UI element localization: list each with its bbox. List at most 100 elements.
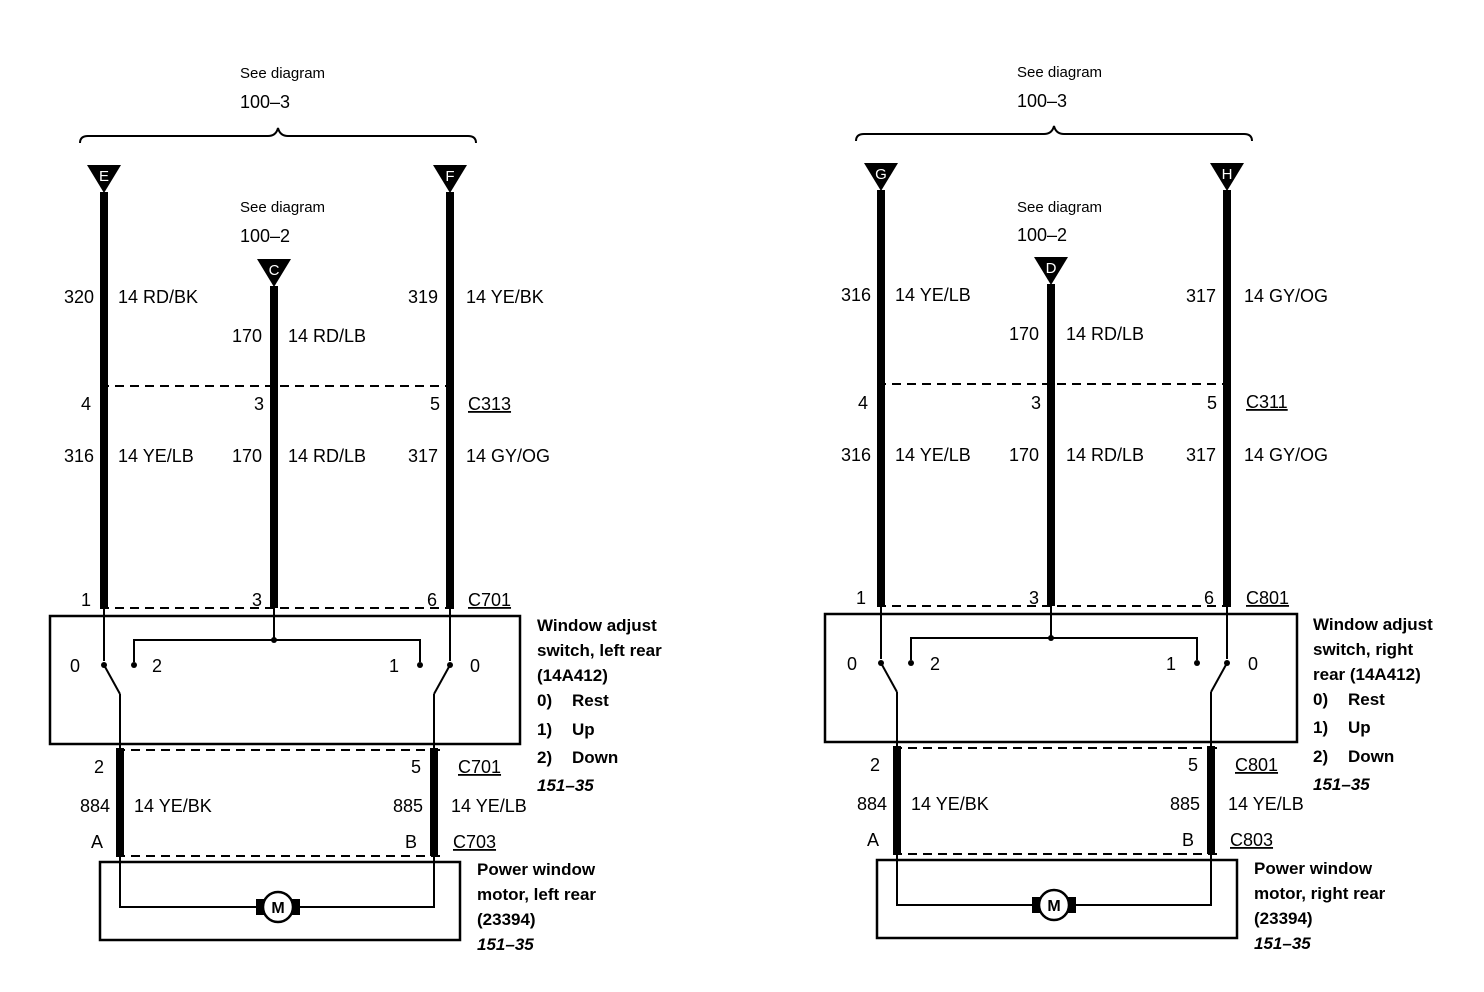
right-switch-title-3: rear (14A412) xyxy=(1313,665,1421,684)
right-switch-pos-0b: 0 xyxy=(1248,654,1258,674)
left-top-bracket xyxy=(79,127,477,144)
left-terminal-b-label: C xyxy=(269,262,280,279)
left-switch-internals xyxy=(101,608,453,752)
right-legend-val-2: Down xyxy=(1348,747,1394,766)
left-conn1-pin-2: 3 xyxy=(254,394,264,414)
right-terminal-c-label: H xyxy=(1222,166,1233,183)
right-upper-a-circuit: 316 xyxy=(841,285,871,305)
right-top-bracket xyxy=(855,125,1253,142)
left-motor-box xyxy=(98,860,462,942)
right-lower-c-wire: 14 GY/OG xyxy=(1244,445,1328,465)
left-legend-val-2: Down xyxy=(572,748,618,767)
left-terminal-b xyxy=(257,259,291,287)
left-mid-ref-see: See diagram xyxy=(240,199,325,216)
right-motor-box xyxy=(875,858,1239,940)
left-lower-a-wire: 14 YE/LB xyxy=(118,446,194,466)
left-switch-pos-2: 2 xyxy=(152,656,162,676)
left-conn4-name: C703 xyxy=(453,832,496,852)
left-conn1-pin-1: 4 xyxy=(81,394,91,414)
left-top-ref-see: See diagram xyxy=(240,65,325,82)
left-conn3-name: C701 xyxy=(458,757,501,777)
right-top-ref-see: See diagram xyxy=(1017,64,1102,81)
right-motor-icon xyxy=(1037,888,1071,922)
left-lower-b-wire: 14 RD/LB xyxy=(288,446,366,466)
right-conn1-pin-2: 3 xyxy=(1031,393,1041,413)
right-conn2-pin-2: 3 xyxy=(1029,588,1039,608)
left-terminal-a xyxy=(87,165,121,193)
left-switch-ref: 151–35 xyxy=(537,776,594,795)
right-legend-val-1: Up xyxy=(1348,718,1371,737)
left-conn2-pin-2: 3 xyxy=(252,590,262,610)
left-switch-pos-0a: 0 xyxy=(70,656,80,676)
right-top-ref-num: 100–3 xyxy=(1017,91,1067,111)
right-lower-b-wire: 14 RD/LB xyxy=(1066,445,1144,465)
left-switch-title-2: switch, left rear xyxy=(537,641,662,660)
right-conn1-pin-1: 4 xyxy=(858,393,868,413)
right-terminal-a-label: G xyxy=(875,166,887,183)
left-upper-b-circuit: 170 xyxy=(232,326,262,346)
left-motor-symbol: M xyxy=(271,900,284,917)
right-conn3-name: C801 xyxy=(1235,755,1278,775)
right-switch-pos-0a: 0 xyxy=(847,654,857,674)
right-terminal-b-label: D xyxy=(1046,260,1057,277)
left-terminal-a-label: E xyxy=(99,168,109,185)
right-upper-b-circuit: 170 xyxy=(1009,324,1039,344)
right-upper-b-wire: 14 RD/LB xyxy=(1066,324,1144,344)
left-conn4-pin-1: A xyxy=(91,832,103,852)
right-switch-title-2: switch, right xyxy=(1313,640,1413,659)
left-lower-a-circuit: 316 xyxy=(64,446,94,466)
right-lower-a-circuit: 316 xyxy=(841,445,871,465)
right-legend-key-1: 1) xyxy=(1313,718,1328,737)
left-switch-title-1: Window adjust xyxy=(537,616,657,635)
left-legend-val-0: Rest xyxy=(572,691,609,710)
left-conn4-pin-2: B xyxy=(405,832,417,852)
right-lower-a-wire: 14 YE/LB xyxy=(895,445,971,465)
left-upper-b-wire: 14 RD/LB xyxy=(288,326,366,346)
right-circuit: See diagram 100–3 See diagram 100–2 G D … xyxy=(823,64,1433,953)
right-motor-loop xyxy=(896,854,1212,906)
left-upper-c-circuit: 319 xyxy=(408,287,438,307)
right-upper-c-wire: 14 GY/OG xyxy=(1244,286,1328,306)
left-conn2-pin-1: 1 xyxy=(81,590,91,610)
left-conn3-pin-1: 2 xyxy=(94,757,104,777)
right-conn4-pin-1: A xyxy=(867,830,879,850)
left-lower-b-circuit: 170 xyxy=(232,446,262,466)
right-terminal-a xyxy=(864,163,898,191)
left-conn2-name: C701 xyxy=(468,590,511,610)
right-motor-ref: 151–35 xyxy=(1254,934,1311,953)
left-motor-title-1: Power window xyxy=(477,860,596,879)
left-upper-c-wire: 14 YE/BK xyxy=(466,287,544,307)
right-motor-a-wire: 14 YE/BK xyxy=(911,794,989,814)
left-motor-b-circuit: 885 xyxy=(393,796,423,816)
left-motor-title-2: motor, left rear xyxy=(477,885,596,904)
left-motor-icon xyxy=(261,890,295,924)
left-switch-title-3: (14A412) xyxy=(537,666,608,685)
left-circuit: See diagram 100–3 See diagram 100–2 E C … xyxy=(48,65,662,954)
left-mid-ref-num: 100–2 xyxy=(240,226,290,246)
left-legend-val-1: Up xyxy=(572,720,595,739)
right-conn2-pin-3: 6 xyxy=(1204,588,1214,608)
left-conn2-pin-3: 6 xyxy=(427,590,437,610)
right-upper-c-circuit: 317 xyxy=(1186,286,1216,306)
left-switch-pos-0b: 0 xyxy=(470,656,480,676)
right-lower-c-circuit: 317 xyxy=(1186,445,1216,465)
right-upper-a-wire: 14 YE/LB xyxy=(895,285,971,305)
left-legend-key-1: 1) xyxy=(537,720,552,739)
right-motor-title-3: (23394) xyxy=(1254,909,1313,928)
left-upper-a-circuit: 320 xyxy=(64,287,94,307)
right-lower-b-circuit: 170 xyxy=(1009,445,1039,465)
right-mid-ref-see: See diagram xyxy=(1017,199,1102,216)
left-conn3-pin-2: 5 xyxy=(411,757,421,777)
right-conn1-name: C311 xyxy=(1246,392,1288,412)
right-legend-val-0: Rest xyxy=(1348,690,1385,709)
right-mid-ref-num: 100–2 xyxy=(1017,225,1067,245)
right-motor-title-1: Power window xyxy=(1254,859,1373,878)
right-switch-title-1: Window adjust xyxy=(1313,615,1433,634)
left-legend-key-0: 0) xyxy=(537,691,552,710)
right-conn3-pin-1: 2 xyxy=(870,755,880,775)
right-conn2-pin-1: 1 xyxy=(856,588,866,608)
left-motor-ref: 151–35 xyxy=(477,935,534,954)
left-conn1-pin-3: 5 xyxy=(430,394,440,414)
left-switch-pos-1: 1 xyxy=(389,656,399,676)
